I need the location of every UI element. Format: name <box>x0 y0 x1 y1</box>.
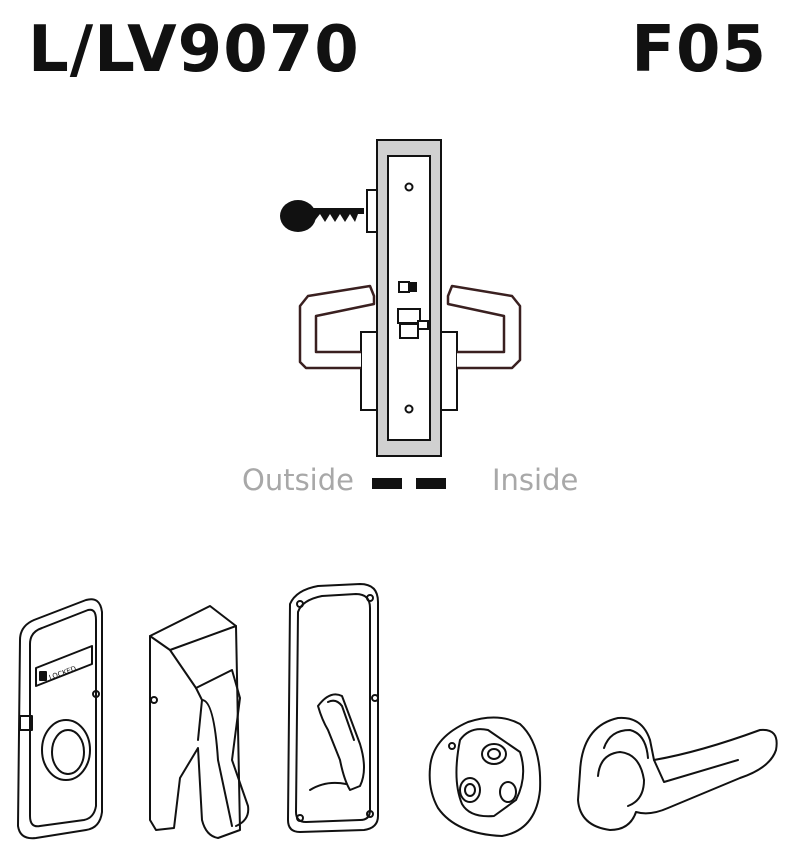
outside-lever-handle <box>298 284 376 370</box>
outside-lever <box>360 331 378 411</box>
outside-label: Outside <box>242 463 354 497</box>
mortise-lock-schematic: Outside Inside <box>242 139 578 497</box>
cylinder-housing <box>366 189 378 233</box>
inside-indicator <box>416 478 446 489</box>
latch-tip <box>417 320 429 330</box>
key-icon <box>280 200 364 232</box>
inside-label: Inside <box>492 463 578 497</box>
model-number: L/LV9070 <box>28 13 360 87</box>
auxiliary-latch-fill <box>409 282 417 292</box>
inside-lever <box>440 331 458 411</box>
inside-lever-handle <box>446 284 522 370</box>
outside-indicator <box>372 478 402 489</box>
standard-lever <box>577 716 778 831</box>
knob-trim <box>428 716 542 837</box>
function-code: F05 <box>631 13 767 87</box>
latch-bolt <box>397 308 421 324</box>
electronic-trim: LOCKED <box>17 598 103 840</box>
faceplate-screw-top <box>404 182 414 192</box>
push-lever-trim <box>149 605 250 839</box>
latch-lower <box>399 323 419 339</box>
escutcheon-lever-trim <box>287 583 379 833</box>
faceplate-screw-bottom <box>404 404 414 414</box>
faceplate <box>387 155 431 441</box>
